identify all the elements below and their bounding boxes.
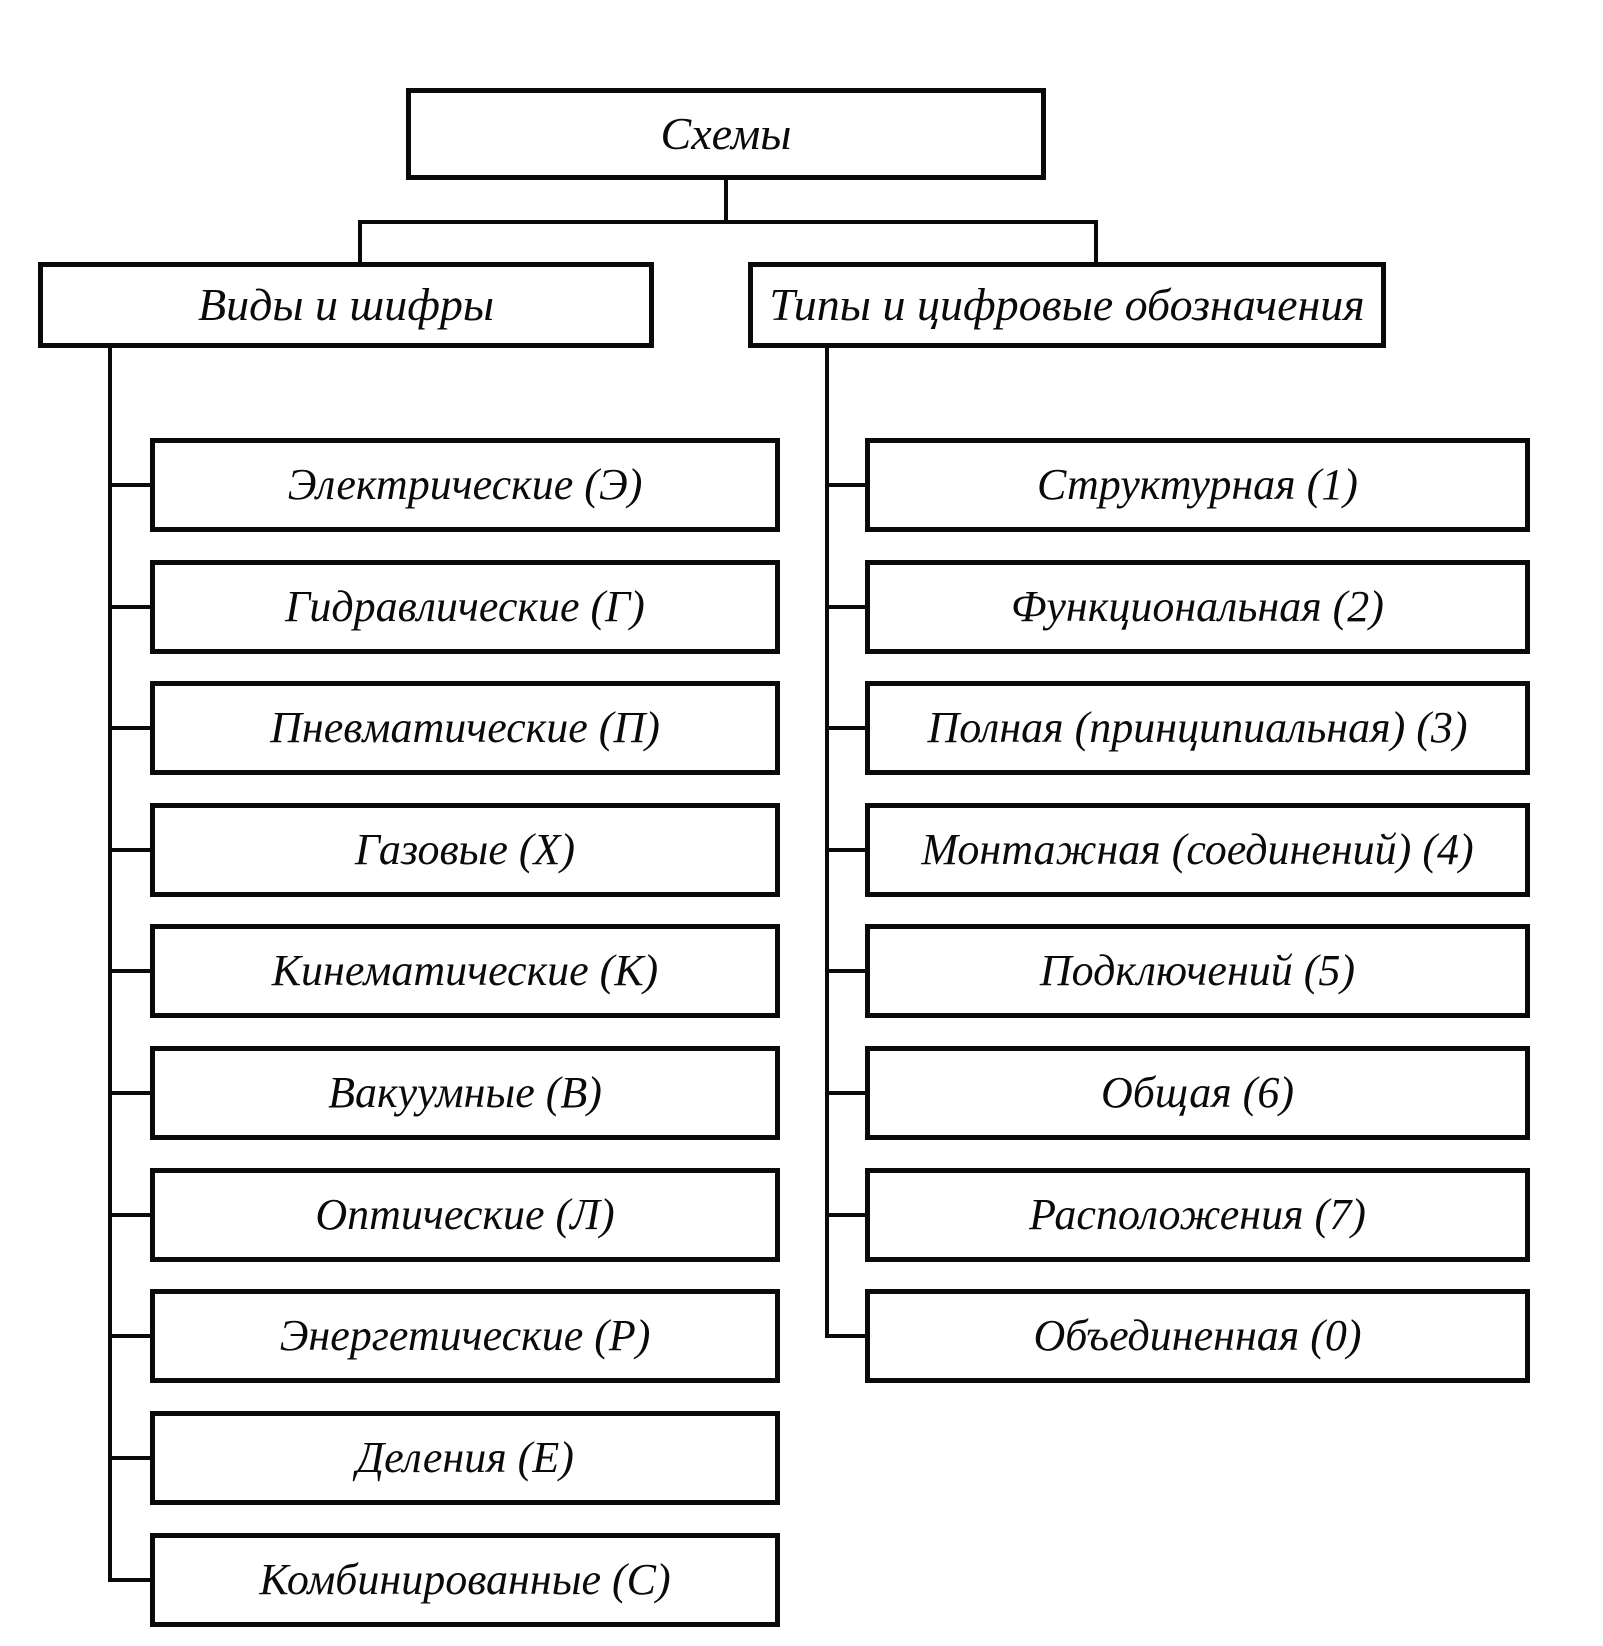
root-node-label: Схемы xyxy=(660,107,792,159)
right-item-label: Общая (6) xyxy=(1101,1067,1294,1117)
right-item-label: Объединенная (0) xyxy=(1033,1310,1362,1360)
right-item-box-wiring: Монтажная (соединений) (4) xyxy=(865,803,1530,897)
right-item-box-combined-unified: Объединенная (0) xyxy=(865,1289,1530,1383)
right-stub-line xyxy=(825,1213,865,1217)
right-drop-line xyxy=(1094,220,1098,264)
distribution-line xyxy=(358,220,1098,224)
left-stub-line xyxy=(108,969,150,973)
left-item-label: Комбинированные (С) xyxy=(259,1554,671,1604)
left-stub-line xyxy=(108,1456,150,1460)
left-item-label: Пневматические (П) xyxy=(270,702,660,752)
left-item-box-kinematic: Кинематические (К) xyxy=(150,924,780,1018)
left-stub-line xyxy=(108,605,150,609)
left-item-label: Энергетические (Р) xyxy=(279,1310,651,1360)
right-trunk-line xyxy=(825,346,829,1338)
right-stub-line xyxy=(825,1091,865,1095)
left-stub-line xyxy=(108,1578,150,1582)
left-stub-line xyxy=(108,1213,150,1217)
left-item-box-vacuum: Вакуумные (В) xyxy=(150,1046,780,1140)
right-item-box-functional: Функциональная (2) xyxy=(865,560,1530,654)
left-item-label: Деления (Е) xyxy=(356,1432,574,1482)
left-item-label: Вакуумные (В) xyxy=(328,1067,602,1117)
right-item-label: Полная (принципиальная) (3) xyxy=(927,702,1468,752)
right-branch-header-box: Типы и цифровые обозначения xyxy=(748,262,1386,348)
right-item-box-structural: Структурная (1) xyxy=(865,438,1530,532)
left-item-label: Оптические (Л) xyxy=(315,1189,615,1239)
root-node-box: Схемы xyxy=(406,88,1046,180)
right-item-box-connection: Подключений (5) xyxy=(865,924,1530,1018)
right-item-label: Функциональная (2) xyxy=(1011,581,1384,631)
left-item-box-gas: Газовые (Х) xyxy=(150,803,780,897)
left-stub-line xyxy=(108,483,150,487)
left-item-box-hydraulic: Гидравлические (Г) xyxy=(150,560,780,654)
right-item-label: Расположения (7) xyxy=(1029,1189,1366,1239)
left-item-box-energy: Энергетические (Р) xyxy=(150,1289,780,1383)
left-item-label: Электрические (Э) xyxy=(287,459,643,509)
left-item-label: Газовые (Х) xyxy=(354,824,576,874)
root-stem-line xyxy=(724,180,728,224)
left-item-label: Кинематические (К) xyxy=(271,945,659,995)
right-stub-line xyxy=(825,1334,865,1338)
left-branch-header-label: Виды и шифры xyxy=(197,278,495,330)
right-stub-line xyxy=(825,483,865,487)
left-stub-line xyxy=(108,1334,150,1338)
left-item-box-pneumatic: Пневматические (П) xyxy=(150,681,780,775)
right-stub-line xyxy=(825,969,865,973)
right-item-box-layout: Расположения (7) xyxy=(865,1168,1530,1262)
right-stub-line xyxy=(825,726,865,730)
left-stub-line xyxy=(108,726,150,730)
left-branch-header-box: Виды и шифры xyxy=(38,262,654,348)
right-item-box-general: Общая (6) xyxy=(865,1046,1530,1140)
right-item-box-full-schematic: Полная (принципиальная) (3) xyxy=(865,681,1530,775)
left-item-box-electrical: Электрические (Э) xyxy=(150,438,780,532)
left-item-box-optical: Оптические (Л) xyxy=(150,1168,780,1262)
right-item-label: Подключений (5) xyxy=(1039,945,1356,995)
left-item-label: Гидравлические (Г) xyxy=(285,581,645,631)
right-item-label: Монтажная (соединений) (4) xyxy=(921,824,1474,874)
left-trunk-line xyxy=(108,346,112,1582)
right-stub-line xyxy=(825,605,865,609)
right-stub-line xyxy=(825,848,865,852)
left-stub-line xyxy=(108,848,150,852)
right-item-label: Структурная (1) xyxy=(1037,459,1358,509)
left-item-box-combined: Комбинированные (С) xyxy=(150,1533,780,1627)
left-drop-line xyxy=(358,220,362,264)
right-branch-header-label: Типы и цифровые обозначения xyxy=(769,278,1365,330)
left-stub-line xyxy=(108,1091,150,1095)
left-item-box-division: Деления (Е) xyxy=(150,1411,780,1505)
